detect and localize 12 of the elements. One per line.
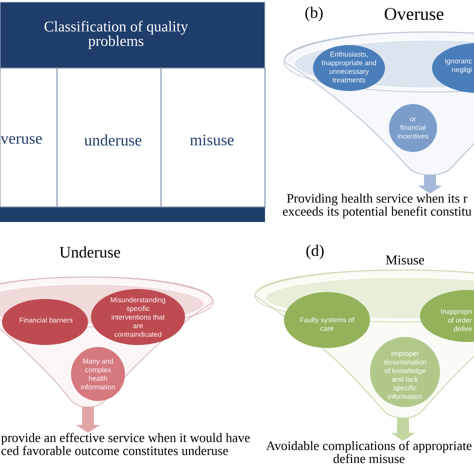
definition-text: provide an effective service when it would have ced favorable outcome constitutes underuse (1, 432, 250, 456)
panel-title: Overuse (384, 8, 444, 20)
table-cell: veruse (0, 68, 58, 208)
panel-title: Misuse (386, 255, 424, 265)
definition-text: Avoidable complications of appropriate define misuse (266, 440, 472, 464)
table-header: Classification of quality problems (0, 2, 266, 68)
panel-letter: (b) (305, 6, 323, 22)
table-cell: underuse (56, 68, 162, 208)
table-cell: misuse (160, 68, 266, 208)
panel-letter: (d) (306, 244, 324, 260)
panel-title: Underuse (60, 246, 120, 258)
definition-text: Providing health service when its r exceeds its potential benefit constitu (282, 194, 472, 218)
